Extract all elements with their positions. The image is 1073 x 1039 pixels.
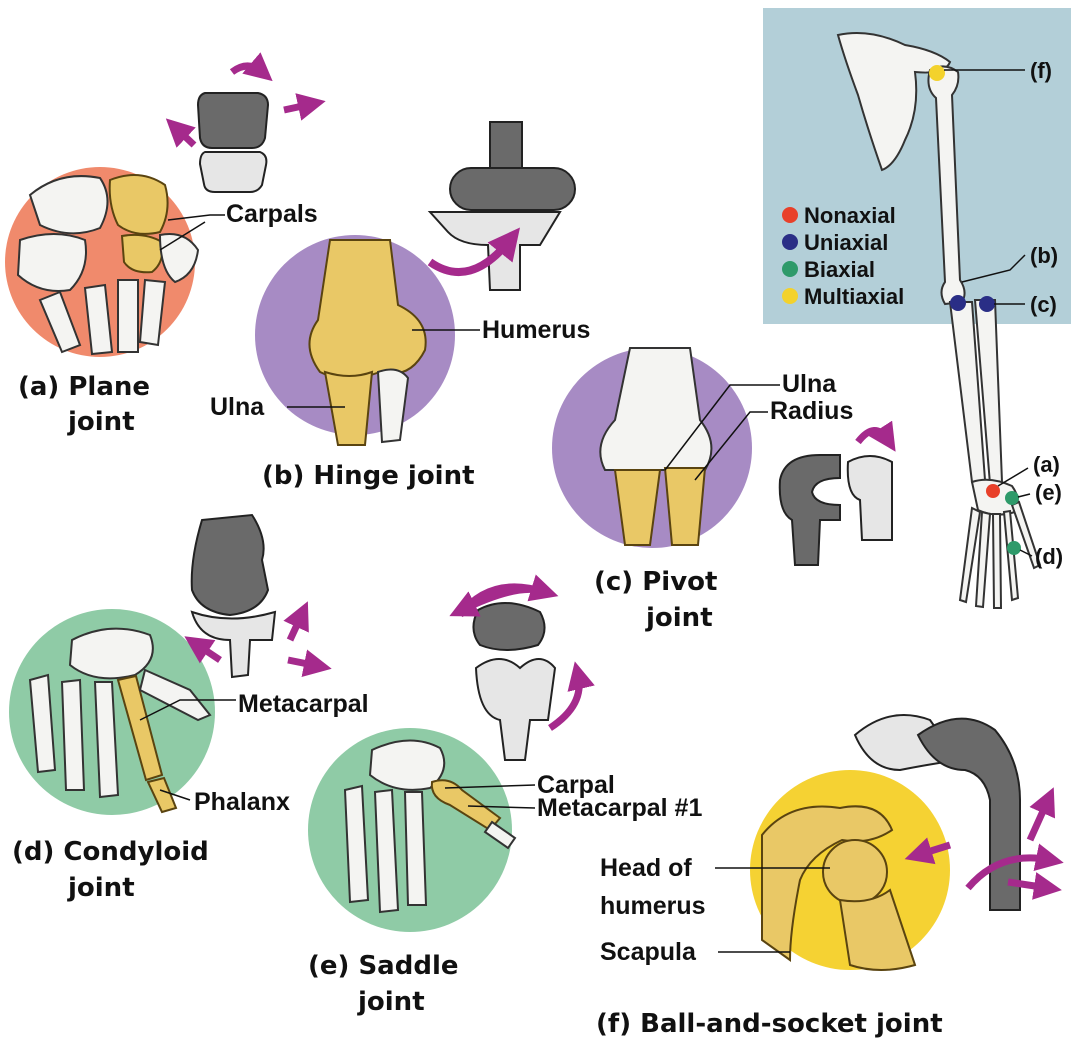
plane-caption-line-1: (a) Plane [18,372,150,402]
hinge-model-cylinder [450,168,575,210]
pivot-model-ring [780,455,840,565]
hinge-label-ulna: Ulna [210,393,265,421]
condyloid-arrow-up [290,614,302,640]
saddle-caption-line-2: joint [357,987,425,1017]
key-d: (d) [1035,544,1063,569]
pivot-label-radius: Radius [770,397,853,425]
hinge-caption: (b) Hinge joint [262,461,475,491]
ball-caption: (f) Ball-and-socket joint [596,1009,943,1039]
saddle-arc-arrow-side [550,675,579,728]
uniaxial-dot-elbow-2 [979,296,995,312]
pivot-joint-panel: Ulna Radius (c) Pivot joint [552,348,892,633]
nonaxial-dot-wrist [986,484,1000,498]
plane-metacarpal-3 [118,280,138,352]
plane-slide-arrow-right [284,104,312,110]
condyloid-carpals [70,629,153,679]
condyloid-finger-2 [62,680,84,790]
key-a: (a) [1033,452,1060,477]
pivot-label-ulna: Ulna [782,370,837,398]
key-leader-e [1018,494,1030,497]
condyloid-model-top [192,515,268,615]
legend-label-nonaxial: Nonaxial [804,203,896,228]
biaxial-dot-saddle [1005,491,1019,505]
legend-swatch-biaxial [782,261,798,277]
ball-humerus-head [823,840,887,904]
ball-arrow-up [1030,800,1048,840]
condyloid-caption-line-2: joint [67,873,135,903]
ball-socket-joint-panel: Head of humerus Scapula (f) Ball-and-soc… [596,715,1050,1039]
legend-swatch-uniaxial [782,234,798,250]
plane-carpal-1 [30,176,108,233]
plane-slide-arrow-left [176,128,194,145]
plane-caption-line-2: joint [67,407,135,437]
plane-carpal-2 [18,234,86,291]
key-e: (e) [1035,480,1062,505]
saddle-finger-3 [405,792,426,905]
plane-model-top [198,93,268,148]
plane-model-bottom [200,152,266,192]
condyloid-label-phalanx: Phalanx [194,788,290,816]
plane-rotate-arrow [232,66,262,72]
key-f: (f) [1030,58,1052,83]
plane-metacarpal-4 [140,280,165,345]
pivot-caption-line-1: (c) Pivot [594,567,717,597]
legend-swatch-nonaxial [782,207,798,223]
ball-label-scapula: Scapula [600,938,697,966]
pivot-rotate-arrow [858,430,888,442]
pivot-model-post [848,456,892,540]
key-b: (b) [1030,243,1058,268]
condyloid-arrow-right [288,660,318,666]
condyloid-caption-line-1: (d) Condyloid [12,837,209,867]
biaxial-dot-condyloid [1007,541,1021,555]
saddle-model-bottom [476,659,555,760]
legend-label-uniaxial: Uniaxial [804,230,888,255]
legend-swatch-multiaxial [782,288,798,304]
ball-label-head-line-1: Head of [600,854,692,882]
multiaxial-dot-shoulder [929,65,945,81]
saddle-label-metacarpal1: Metacarpal #1 [537,794,702,822]
plane-carpal-yellow-1 [110,175,168,234]
key-c: (c) [1030,292,1057,317]
hinge-joint-panel: Humerus Ulna (b) Hinge joint [210,122,590,491]
hinge-radius-bone [378,370,408,442]
pivot-radius-yellow [665,468,705,545]
plane-label-carpals: Carpals [226,200,318,228]
saddle-model-top [473,603,544,650]
legend-label-biaxial: Biaxial [804,257,875,282]
hinge-model-shaft [490,122,522,172]
finger-3 [993,514,1001,608]
finger-4 [1004,511,1018,600]
condyloid-arrow-left [196,644,220,660]
pivot-caption-line-2: joint [645,603,713,633]
ball-label-head-line-2: humerus [600,892,706,920]
condyloid-label-metacarpal: Metacarpal [238,690,369,718]
hinge-label-humerus: Humerus [482,316,590,344]
saddle-caption-line-1: (e) Saddle [308,951,459,981]
plane-carpal-yellow-2 [122,235,163,272]
legend-label-multiaxial: Multiaxial [804,284,904,309]
hinge-ulna-bone [325,372,372,445]
uniaxial-dot-elbow-1 [950,295,966,311]
